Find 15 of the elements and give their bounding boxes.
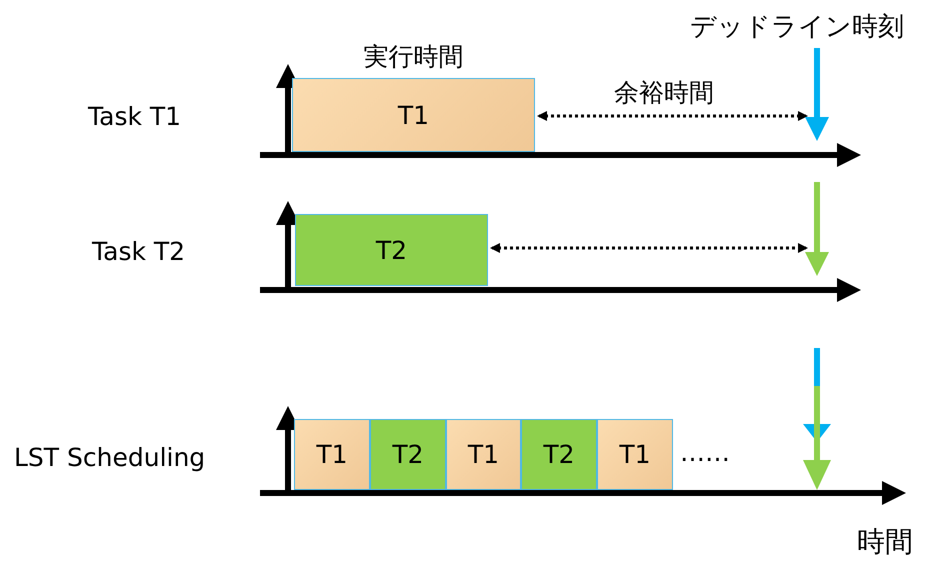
ellipsis-text: …… (680, 440, 730, 465)
task-block: T2 (295, 214, 488, 286)
task-block: T1 (294, 419, 370, 490)
row-label: Task T2 (92, 239, 186, 264)
task-block: T1 (446, 419, 521, 490)
row-label: LST Scheduling (14, 445, 206, 470)
task-block: T1 (292, 78, 535, 152)
axis-label: 時間 (857, 528, 913, 556)
task-block: T2 (521, 419, 597, 490)
task-block: T2 (370, 419, 446, 490)
slack-label: 余裕時間 (614, 80, 714, 105)
duration-label: 実行時間 (364, 44, 464, 69)
row-label: Task T1 (88, 104, 182, 129)
deadline-label: デッドライン時刻 (690, 14, 904, 40)
task-block: T1 (597, 419, 673, 490)
